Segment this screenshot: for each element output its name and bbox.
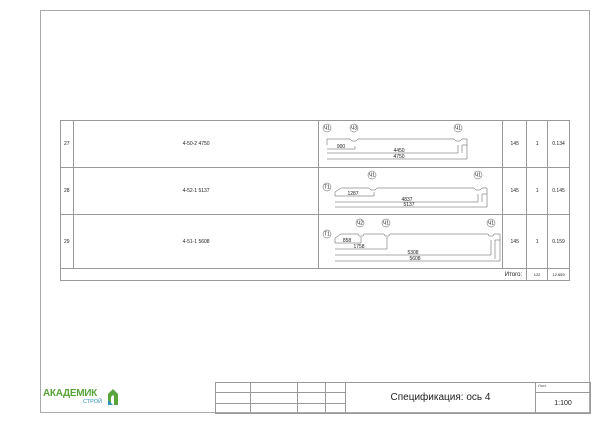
element-name: 4-50-2 4750 — [72, 120, 320, 168]
start-tag: Т1 — [324, 185, 330, 191]
total-count: 122 — [526, 268, 549, 281]
cell-volume: 0.145 — [547, 167, 570, 215]
element-name: 4-51-1 5608 — [72, 214, 320, 269]
total-label: Итого: — [59, 268, 527, 281]
total-row: Итого: 122 12.659 — [59, 268, 570, 281]
tag-label: Ч1 — [383, 221, 389, 227]
company-logo: АКАДЕМИК СТРОЙ — [43, 386, 123, 410]
tag-label: Ч1 — [475, 173, 481, 179]
specification-table: 27 4-50-2 4750 Ч1 Ч3 Ч1 900 4450 4750 14… — [59, 120, 570, 281]
element-drawing: Т1 Ч1 Ч1 1287 4837 5137 — [318, 167, 504, 215]
element-name: 4-52-1 5137 — [72, 167, 320, 215]
dimension: 1287 — [348, 191, 359, 197]
tag-label: Ч1 — [488, 221, 494, 227]
table-row: 29 4-51-1 5608 Т1 Ч2 Ч1 Ч1 858 1758 5308… — [60, 214, 570, 269]
cell-value: 145 — [502, 214, 528, 269]
tag-label: Ч2 — [357, 221, 363, 227]
dimension: 4450 — [394, 148, 405, 154]
total-sum: 12.659 — [547, 268, 570, 281]
cell-value: 145 — [502, 120, 528, 168]
table-row: 27 4-50-2 4750 Ч1 Ч3 Ч1 900 4450 4750 14… — [60, 120, 570, 168]
tag-label: Ч1 — [324, 126, 330, 132]
tag-label: Ч3 — [351, 126, 357, 132]
dimension: 4837 — [402, 197, 413, 203]
cell-quantity: 1 — [526, 120, 549, 168]
cell-volume: 0.134 — [547, 120, 570, 168]
dimension: 5308 — [408, 250, 419, 256]
row-number: 28 — [60, 167, 74, 215]
dimension: 900 — [337, 144, 346, 150]
cell-value: 145 — [502, 167, 528, 215]
logo-text: АКАДЕМИК — [43, 388, 97, 399]
dimension: 5608 — [410, 256, 421, 262]
sheet-title: Спецификация: ось 4 — [345, 382, 536, 414]
cell-quantity: 1 — [526, 167, 549, 215]
row-number: 27 — [60, 120, 74, 168]
tag-label: Ч1 — [455, 126, 461, 132]
dimension: 858 — [343, 238, 352, 244]
tag-label: Ч1 — [369, 173, 375, 179]
dimension: 1758 — [354, 244, 365, 250]
start-tag: Т1 — [324, 232, 330, 238]
dimension: 4750 — [394, 154, 405, 160]
logo-subtext: СТРОЙ — [83, 399, 102, 405]
scale-value: 1:100 — [535, 392, 591, 414]
cell-quantity: 1 — [526, 214, 549, 269]
title-block: Спецификация: ось 4 Лист 1:100 — [215, 381, 591, 414]
row-number: 29 — [60, 214, 74, 269]
element-drawing: Ч1 Ч3 Ч1 900 4450 4750 — [318, 120, 504, 168]
sheet-label: Лист — [535, 381, 591, 394]
cell-volume: 0.159 — [547, 214, 570, 269]
dimension: 5137 — [404, 202, 415, 208]
element-drawing: Т1 Ч2 Ч1 Ч1 858 1758 5308 5608 — [318, 214, 504, 269]
logo-icon — [108, 389, 118, 405]
table-row: 28 4-52-1 5137 Т1 Ч1 Ч1 1287 4837 5137 1… — [60, 167, 570, 215]
